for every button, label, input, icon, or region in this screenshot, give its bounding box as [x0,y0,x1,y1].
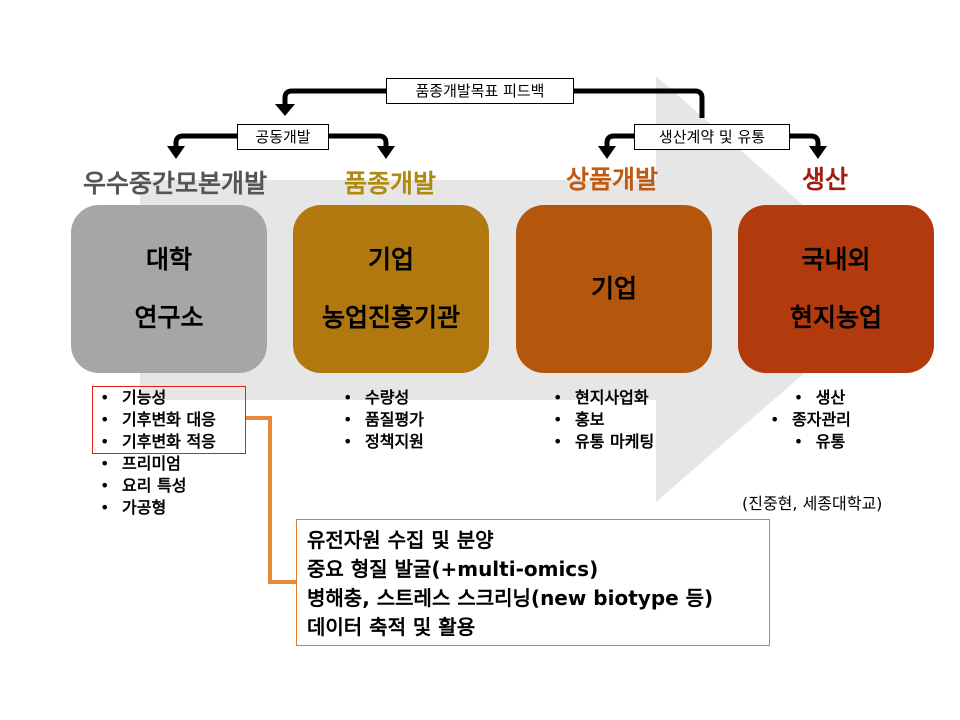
bullets-variety-development: 수량성 품질평가 정책지원 [343,387,424,453]
stage-box-company: 기업 [516,205,712,373]
list-item: 기능성 [100,387,216,409]
list-item: 품질평가 [343,409,424,431]
stage-title-production: 생산 [801,165,848,194]
list-item: 현지사업화 [553,387,654,409]
info-line: 유전자원 수집 및 분양 [307,528,494,552]
stage-box-line: 대학 [145,245,192,274]
co-dev-arrowhead-left [167,146,185,159]
feedback-label: 품종개발목표 피드백 [386,78,574,104]
list-item: 홍보 [553,409,654,431]
stage-title-product-development: 상품개발 [565,165,658,194]
stage-title-variety-development: 품종개발 [343,169,436,198]
stage-box-line: 현지농업 [789,303,882,332]
list-item: 프리미엄 [100,453,216,475]
stage-box-line: 연구소 [134,303,204,332]
highlight-link-line [246,416,296,584]
stage-box-line: 기업 [590,274,637,303]
stage-box-university: 대학 연구소 [71,205,267,373]
highlight-box [92,386,246,454]
stage-box-line: 기업 [367,245,414,274]
contract-arrowhead-right [809,146,827,159]
info-line: 데이터 축적 및 활용 [307,615,476,639]
genetic-resources-info-box: 유전자원 수집 및 분양 중요 형질 발굴(+multi-omics) 병해충,… [296,519,770,646]
stage-title-parent-development: 우수중간모본개발 [82,169,267,198]
bullets-parent-development: 기능성 기후변화 대응 기후변화 적응 프리미엄 요리 특성 가공형 [100,387,216,519]
list-item: 기후변화 적응 [100,431,216,453]
co-dev-arrowhead-right [377,146,395,159]
stage-box-company-agency: 기업 농업진흥기관 [293,205,489,373]
stage-box-local-farming: 국내외 현지농업 [738,205,934,373]
co-dev-label: 공동개발 [237,124,329,150]
list-item: 유통 [770,431,851,453]
list-item: 가공형 [100,497,216,519]
list-item: 유통 마케팅 [553,431,654,453]
list-item: 기후변화 대응 [100,409,216,431]
info-line: 중요 형질 발굴(+multi-omics) [307,557,599,581]
info-line: 병해충, 스트레스 스크리닝(new biotype 등) [307,586,714,610]
list-item: 요리 특성 [100,475,216,497]
list-item: 정책지원 [343,431,424,453]
list-item: 종자관리 [770,409,851,431]
stage-box-line: 국내외 [801,245,871,274]
contract-label: 생산계약 및 유통 [634,124,790,150]
credit-text: (진중현, 세종대학교) [742,494,883,513]
list-item: 생산 [770,387,851,409]
feedback-arrowhead-top [275,104,295,116]
bullets-product-development: 현지사업화 홍보 유통 마케팅 [553,387,654,453]
bullets-production: 생산 종자관리 유통 [770,387,851,453]
contract-arrowhead-left [598,146,616,159]
list-item: 수량성 [343,387,424,409]
stage-box-line: 농업진흥기관 [321,303,460,332]
